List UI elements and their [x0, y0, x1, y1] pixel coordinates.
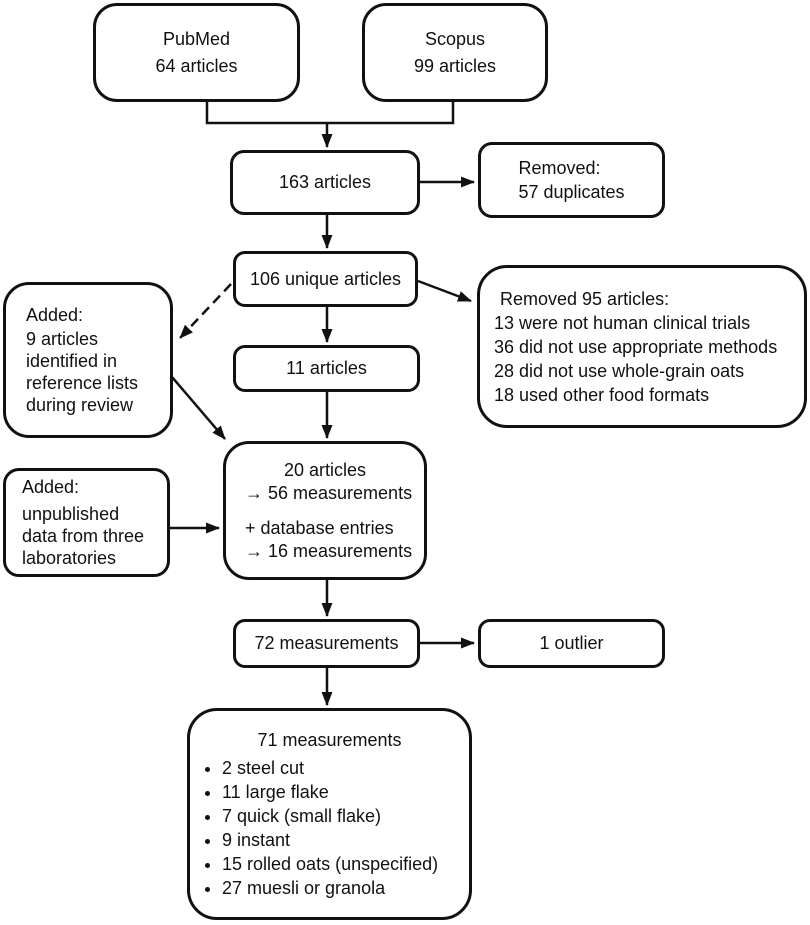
- added-unpublished-title: Added:: [22, 477, 80, 497]
- scopus-count: 99 articles: [413, 55, 497, 76]
- removed-95-reason: 13 were not human clinical trials: [494, 312, 751, 333]
- final-title: 71 measurements: [257, 729, 402, 750]
- added-unpublished-line: data from three: [22, 526, 145, 546]
- box-removed-duplicates: Removed: 57 duplicates: [478, 142, 665, 218]
- dashed-arrow-106-to-added-references: [179, 283, 232, 339]
- added-unpublished-line: unpublished: [22, 504, 120, 524]
- box-20-articles: 20 articles → 56 measurements + database…: [223, 441, 427, 580]
- articles-11-label: 11 articles: [286, 358, 367, 378]
- box-removed-95: Removed 95 articles: 13 were not human c…: [477, 265, 807, 428]
- final-breakdown-item: 15 rolled oats (unspecified): [222, 852, 469, 876]
- box-pubmed: PubMed 64 articles: [93, 3, 300, 102]
- box-72-measurements: 72 measurements: [233, 619, 420, 668]
- added-references-title: Added:: [26, 305, 84, 325]
- added-references-line: reference lists: [26, 373, 139, 393]
- articles-20-measurements: → 56 measurements: [245, 482, 413, 503]
- pubmed-source: PubMed: [162, 28, 231, 49]
- box-163-articles: 163 articles: [230, 150, 420, 215]
- final-breakdown-item: 2 steel cut: [222, 756, 469, 780]
- added-references-line: 9 articles: [26, 329, 99, 349]
- articles-163-label: 163 articles: [278, 172, 372, 192]
- arrow-added-references-to-20: [171, 376, 226, 440]
- added-references-line: during review: [26, 395, 134, 415]
- measurements-72-label: 72 measurements: [254, 633, 399, 653]
- scopus-source: Scopus: [424, 28, 486, 49]
- box-71-measurements: 71 measurements 2 steel cut 11 large fla…: [187, 708, 472, 920]
- removed-95-title: Removed 95 articles:: [500, 288, 670, 309]
- articles-20-label: 20 articles: [283, 459, 367, 480]
- database-measurements: → 16 measurements: [245, 540, 413, 561]
- removed-95-reason: 28 did not use whole-grain oats: [494, 360, 745, 381]
- final-breakdown-item: 27 muesli or granola: [222, 876, 469, 900]
- box-outlier: 1 outlier: [478, 619, 665, 668]
- merge-connector-line: [205, 102, 455, 125]
- outlier-label: 1 outlier: [539, 633, 604, 653]
- added-unpublished-line: laboratories: [22, 548, 117, 568]
- removed-duplicates-text: Removed: 57 duplicates: [518, 158, 625, 202]
- box-scopus: Scopus 99 articles: [362, 3, 548, 102]
- added-references-line: identified in: [26, 351, 118, 371]
- database-entries-label: + database entries: [245, 517, 394, 538]
- removed-95-reason: 36 did not use appropriate methods: [494, 336, 778, 357]
- final-breakdown-list: 2 steel cut 11 large flake 7 quick (smal…: [190, 756, 469, 900]
- final-breakdown-item: 9 instant: [222, 828, 469, 852]
- box-added-references: Added: 9 articles identified in referenc…: [3, 282, 173, 438]
- unique-106-label: 106 unique articles: [249, 268, 402, 289]
- box-added-unpublished: Added: unpublished data from three labor…: [3, 468, 170, 577]
- pubmed-count: 64 articles: [155, 55, 238, 76]
- final-breakdown-item: 11 large flake: [222, 780, 469, 804]
- box-106-unique-articles: 106 unique articles: [233, 251, 418, 307]
- removed-95-reason: 18 used other food formats: [494, 384, 710, 405]
- box-11-articles: 11 articles: [233, 345, 420, 392]
- final-breakdown-item: 7 quick (small flake): [222, 804, 469, 828]
- arrow-106-to-removed95: [417, 279, 472, 303]
